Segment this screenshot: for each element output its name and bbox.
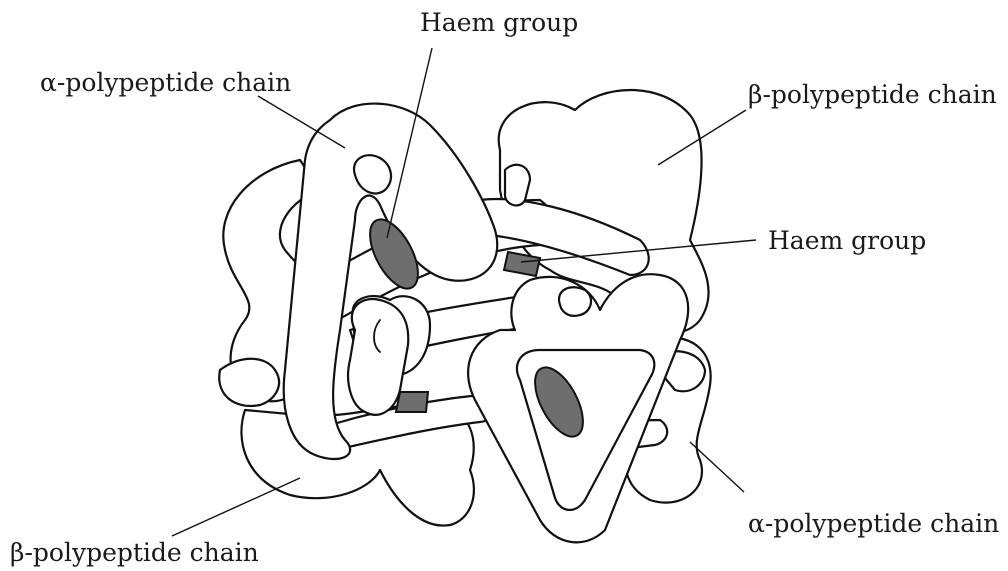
haem-disc-lower-right	[534, 366, 584, 438]
haem-edge-center	[502, 250, 542, 278]
label-beta-chain-bottom: β-polypeptide chain	[10, 538, 259, 567]
leader-haem-right	[520, 239, 757, 263]
label-alpha-chain-bottom: α-polypeptide chain	[748, 509, 1000, 538]
haem-edge-lower-left	[394, 391, 430, 413]
alpha-left-outer	[282, 102, 499, 460]
center-cross-tube-4	[503, 163, 532, 207]
center-cross-tube-2	[478, 197, 650, 277]
leader-alpha-bottom	[689, 441, 745, 493]
alpha-right-top-curl	[557, 286, 593, 317]
lower-left-curl	[218, 357, 281, 408]
label-haem-group-top: Haem group	[420, 8, 579, 37]
label-haem-group-right: Haem group	[768, 226, 927, 255]
leader-beta-top	[657, 109, 747, 166]
alpha-chain-left	[282, 102, 499, 460]
haem-groups	[369, 218, 584, 438]
label-beta-chain-top: β-polypeptide chain	[748, 80, 997, 109]
beta-chain-upper-right	[497, 88, 710, 334]
leader-lines	[171, 47, 757, 537]
alpha-left-inner-curl	[352, 154, 393, 195]
label-alpha-chain-top: α-polypeptide chain	[40, 68, 292, 97]
leader-beta-bottom	[171, 477, 301, 537]
leader-alpha-top	[257, 95, 346, 149]
haem-disc-upper-left	[369, 218, 419, 290]
alpha-left-bottom-loop	[347, 297, 410, 416]
leader-haem-top	[386, 47, 433, 239]
